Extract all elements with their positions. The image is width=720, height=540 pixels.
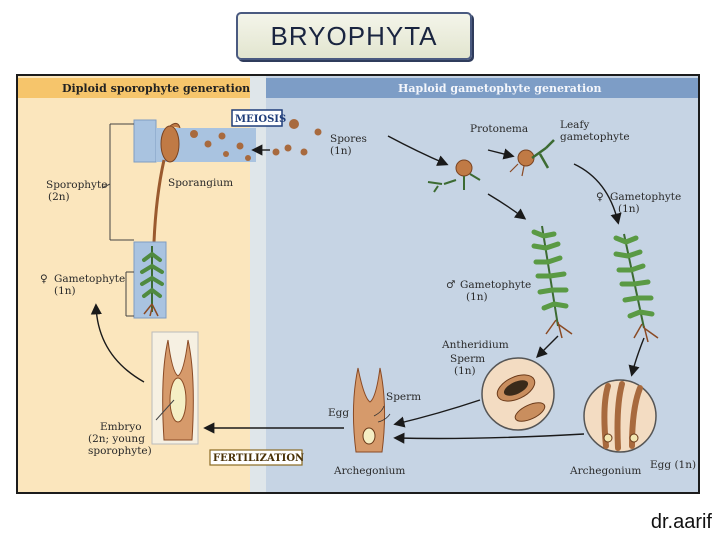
archegonium-label-left: Archegonium [333,465,405,477]
fertilization-box [209,449,303,466]
spore [223,151,229,157]
haploid-header: Haploid gametophyte generation [398,82,602,95]
sporophyte-bracket [109,123,134,241]
sporophyte-stalk [152,159,166,243]
protonema-2 [427,181,443,193]
egg-in-archegonium [362,427,376,445]
arrow-sperm-to-egg [393,399,481,428]
diploid-header-bar [18,78,250,98]
female-gametophyte-rhizoids [633,323,659,343]
sperm-label-2: Sperm [386,391,421,403]
arrow-to-female [573,163,622,225]
left-gametophyte-ploidy: (1n) [54,285,76,297]
embryo-leader [155,399,175,421]
sperm-ploidy-1: (1n) [454,365,476,377]
male-gametophyte-rhizoids [545,319,573,339]
egg-cell [603,433,613,443]
left-gametophyte-leaves [140,252,164,298]
male-gametophyte-ploidy: (1n) [466,291,488,303]
antheridium-2 [514,402,546,422]
panel-divider [250,76,270,492]
sporophyte-bracket-tick [101,183,111,189]
arrow-to-protonema-2 [487,148,515,160]
spore [190,130,198,138]
left-gametophyte-label: Gametophyte [54,273,125,285]
arrow-to-male [487,193,527,220]
left-gametophyte-bracket [125,271,134,317]
embryo-label-3: sporophyte) [88,445,152,457]
male-gametophyte-leaves [531,229,569,311]
archegonium-label-right: Archegonium [569,465,641,477]
arrow-to-sporophyte [90,303,145,383]
antheridium-sperm-mass [503,380,529,396]
spore [218,132,226,140]
germinating-spore [455,159,473,177]
capsule-inset [133,119,157,163]
spore [314,128,322,136]
spore [272,148,280,156]
protonema-spore [517,149,535,167]
diploid-header: Diploid sporophyte generation [62,82,250,95]
leafy-label-1: Leafy [560,119,589,131]
meiosis-box [231,109,283,127]
antheridium-label: Antheridium [441,339,509,351]
slide-title: BRYOPHYTA [270,20,438,51]
spore [289,119,299,129]
male-symbol: ♂ [446,279,455,291]
left-gametophyte-symbol: ♀ [40,273,48,285]
arrow-to-archegonium [628,337,645,377]
sporophyte-label: Sporophyte [46,179,107,191]
arrow-to-protonema [387,135,449,166]
female-symbol-right: ♀ [596,191,604,203]
spore [284,144,292,152]
capsule-cap [169,122,181,129]
sporophyte-ploidy: (2n) [48,191,70,203]
protonema-label: Protonema [470,123,528,135]
sperm-cells [373,405,391,423]
germinating-filaments [443,173,481,190]
female-gametophyte-leaves [613,235,655,319]
embryo [169,377,187,423]
sporangium-label: Sporangium [168,177,233,189]
embryo-label-2: (2n; young [88,433,145,445]
spores-label: Spores [330,133,367,145]
spore [245,155,251,161]
male-gametophyte-label: Gametophyte [460,279,531,291]
spore [300,148,308,156]
fertilization-label: FERTILIZATION [213,453,304,464]
protonema-filament [531,139,555,169]
moss-life-cycle-diagram: Diploid sporophyte generation Haploid ga… [16,74,700,494]
arrow-to-antheridium [536,335,559,358]
footer-author: dr.aarif [650,511,712,533]
life-cycle-svg: Diploid sporophyte generation Haploid ga… [18,76,698,492]
arrow-egg-to-fertilization [393,432,585,444]
spore [204,140,212,148]
spore [236,142,244,150]
slide-title-box: BRYOPHYTA [236,12,472,60]
sperm-label-1: Sperm [450,353,485,365]
embryo-label-1: Embryo [100,421,142,433]
left-gametophyte-rhizoids [143,303,159,317]
female-gametophyte-label: Gametophyte [610,191,681,203]
egg-label-left: Egg [328,407,349,419]
archegonium-fertilization [352,367,386,453]
egg-cell [629,433,639,443]
haploid-header-bar [266,78,698,98]
sporangium-capsule [160,125,180,163]
protonema-rhizoid [509,163,525,177]
egg-label-right: Egg (1n) [650,459,696,471]
spores-ploidy: (1n) [330,145,352,157]
female-gametophyte-ploidy: (1n) [618,203,640,215]
meiosis-label: MEIOSIS [235,114,286,125]
leafy-label-2: gametophyte [560,131,630,143]
